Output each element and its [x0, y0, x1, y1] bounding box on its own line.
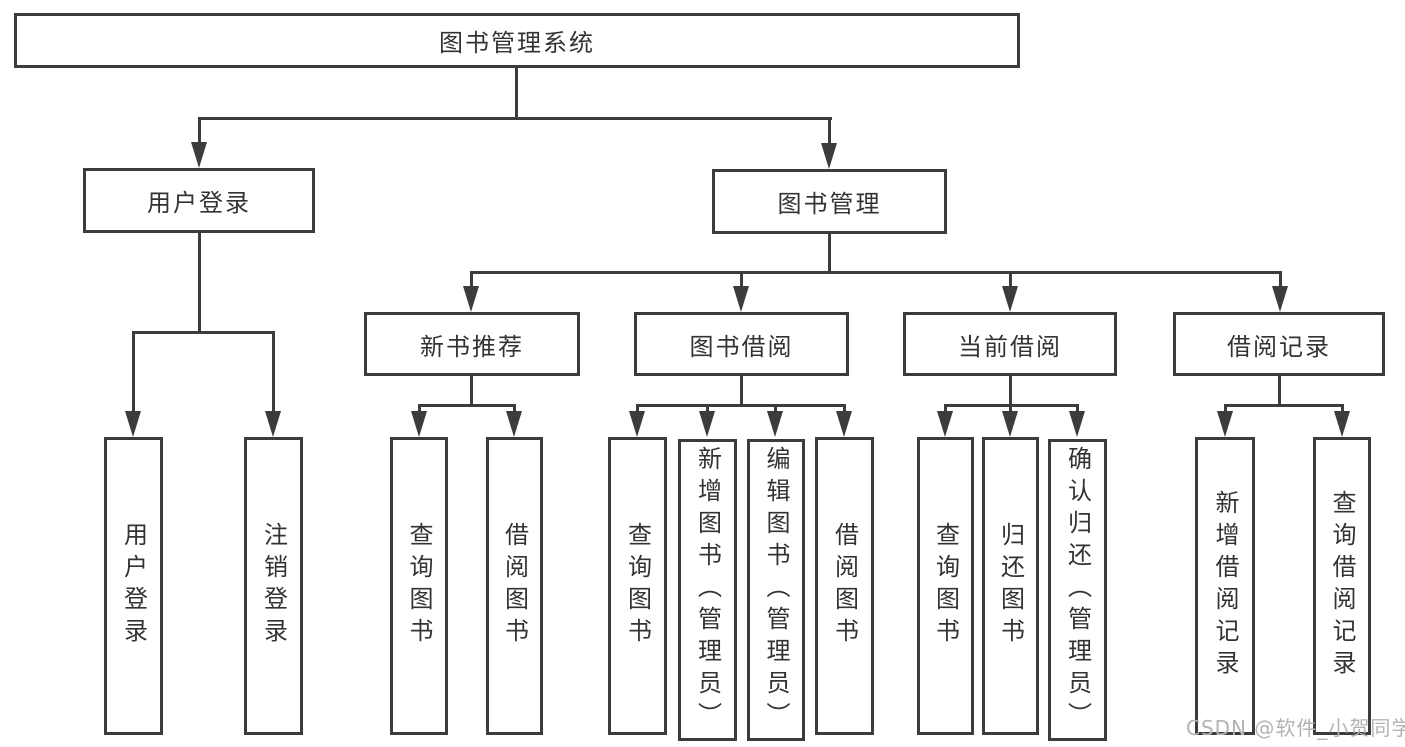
connector-line — [828, 234, 831, 272]
node-book-management: 图书管理 — [712, 169, 947, 234]
node-label: 借阅记录 — [1227, 332, 1331, 361]
arrowhead-icon — [733, 286, 749, 312]
leaf-add-borrow-record: 新增借阅记录 — [1195, 437, 1255, 735]
arrowhead-icon — [1217, 411, 1233, 437]
node-label: 图书管理 — [777, 190, 882, 218]
csdn-watermark: CSDN @软件_小贺同学 — [1186, 716, 1405, 740]
arrowhead-icon — [836, 411, 852, 437]
arrowhead-icon — [1272, 286, 1288, 312]
connector-line — [1341, 404, 1344, 414]
connector-line — [636, 404, 846, 407]
node-current-borrowing: 当前借阅 — [903, 312, 1117, 376]
leaf-label: 注销登录 — [259, 522, 288, 650]
leaf-label: 新增借阅记录 — [1211, 490, 1239, 682]
connector-line — [1009, 404, 1012, 414]
arrowhead-icon — [821, 143, 837, 169]
leaf-label: 用户登录 — [119, 522, 148, 650]
arrowhead-icon — [699, 411, 715, 437]
connector-line — [774, 404, 777, 414]
connector-line — [418, 404, 516, 407]
node-label: 用户登录 — [147, 189, 251, 217]
leaf-query-books-current: 查询图书 — [917, 437, 974, 735]
connector-line — [1009, 376, 1012, 406]
connector-line — [198, 233, 201, 333]
connector-line — [470, 376, 473, 406]
arrowhead-icon — [1002, 411, 1018, 437]
node-user-login: 用户登录 — [83, 168, 315, 233]
connector-line — [515, 68, 518, 118]
arrowhead-icon — [265, 411, 281, 437]
leaf-user-login: 用户登录 — [104, 437, 163, 735]
node-label: 图书管理系统 — [439, 29, 595, 57]
arrowhead-icon — [191, 142, 207, 168]
connector-line — [513, 404, 516, 414]
connector-line — [1224, 404, 1227, 414]
leaf-label: 查询借阅记录 — [1328, 490, 1356, 682]
connector-line — [1076, 404, 1079, 414]
connector-line — [198, 117, 832, 120]
node-borrowing-records: 借阅记录 — [1173, 312, 1385, 376]
connector-line — [132, 331, 275, 334]
arrowhead-icon — [1069, 411, 1085, 437]
node-label: 当前借阅 — [958, 332, 1062, 361]
connector-line — [418, 404, 421, 414]
leaf-label: 查询图书 — [405, 522, 433, 650]
leaf-label: 归还图书 — [996, 522, 1025, 650]
leaf-query-books-borrowing: 查询图书 — [608, 437, 667, 735]
connector-line — [272, 331, 275, 411]
arrowhead-icon — [1002, 286, 1018, 312]
connector-line — [470, 271, 1282, 274]
node-label: 图书借阅 — [689, 332, 794, 361]
connector-line — [944, 404, 947, 414]
connector-line — [198, 117, 201, 145]
arrowhead-icon — [463, 286, 479, 312]
leaf-query-borrow-record: 查询借阅记录 — [1313, 437, 1371, 735]
leaf-label: 查询图书 — [931, 522, 960, 650]
connector-line — [1009, 271, 1012, 288]
leaf-return-books: 归还图书 — [982, 437, 1039, 735]
arrowhead-icon — [125, 411, 141, 437]
node-label: 新书推荐 — [420, 332, 524, 361]
connector-line — [843, 404, 846, 414]
connector-line — [1224, 404, 1343, 407]
leaf-borrow-books: 借阅图书 — [815, 437, 874, 735]
connector-line — [740, 271, 743, 288]
node-new-book-recommend: 新书推荐 — [364, 312, 580, 376]
leaf-confirm-return-admin: 确认归还（管理员） — [1048, 439, 1107, 741]
connector-line — [132, 331, 135, 411]
connector-line — [740, 376, 743, 406]
arrowhead-icon — [506, 411, 522, 437]
arrowhead-icon — [1334, 411, 1350, 437]
leaf-label: 新增图书（管理员） — [693, 446, 722, 734]
leaf-label: 编辑图书（管理员） — [762, 446, 790, 734]
leaf-label: 借阅图书 — [830, 522, 859, 650]
leaf-borrow-books-recommend: 借阅图书 — [486, 437, 543, 735]
connector-line — [1278, 376, 1281, 406]
connector-line — [706, 404, 709, 414]
node-root-library-system: 图书管理系统 — [14, 13, 1020, 68]
connector-line — [470, 271, 473, 288]
connector-line — [1279, 271, 1282, 288]
arrowhead-icon — [937, 411, 953, 437]
arrowhead-icon — [629, 411, 645, 437]
leaf-label: 借阅图书 — [500, 522, 529, 650]
leaf-edit-books-admin: 编辑图书（管理员） — [747, 439, 805, 741]
connector-line — [828, 117, 831, 145]
leaf-add-books-admin: 新增图书（管理员） — [678, 439, 737, 741]
leaf-query-books-recommend: 查询图书 — [390, 437, 448, 735]
node-book-borrowing: 图书借阅 — [634, 312, 849, 376]
connector-line — [636, 404, 639, 414]
leaf-logout: 注销登录 — [244, 437, 303, 735]
leaf-label: 确认归还（管理员） — [1063, 446, 1092, 734]
arrowhead-icon — [411, 411, 427, 437]
leaf-label: 查询图书 — [623, 522, 652, 650]
arrowhead-icon — [767, 411, 783, 437]
